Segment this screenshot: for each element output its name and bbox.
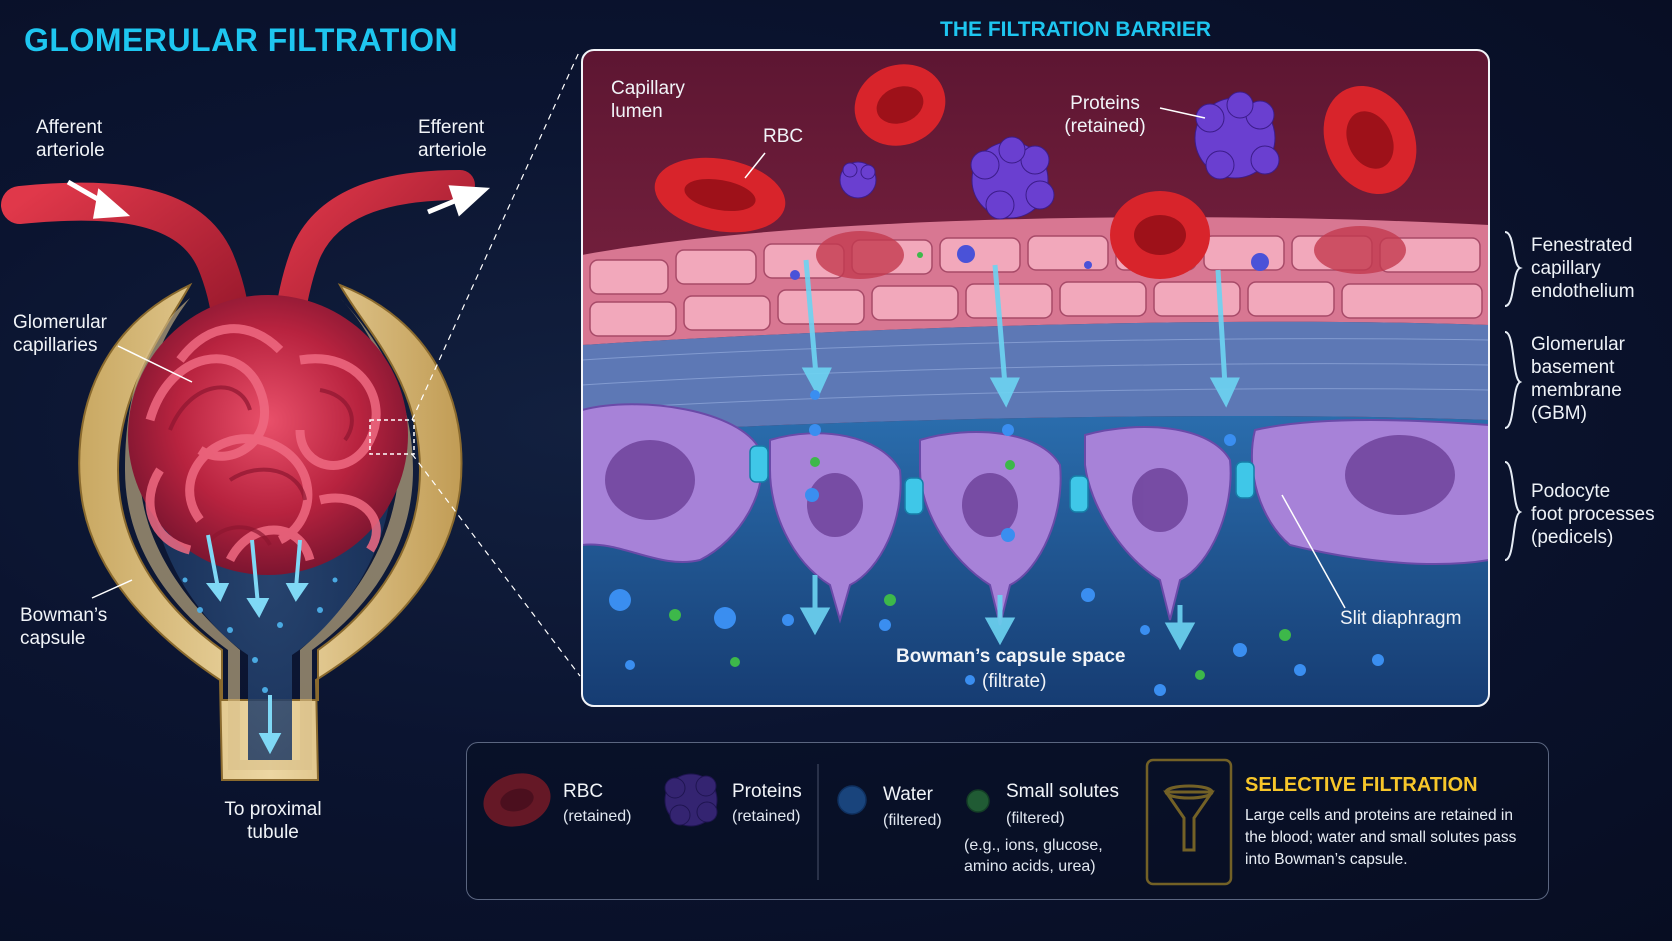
legend-proteins-note: (retained): [732, 808, 801, 825]
afferent-arteriole-label: Afferent arteriole: [36, 117, 105, 161]
rbc-label: RBC: [763, 126, 804, 147]
bowman-capsule-label: Bowman’s capsule: [20, 605, 108, 649]
layer-gbm-label: Glomerular basement membrane (GBM): [1531, 334, 1625, 424]
rbc-cells: [654, 64, 1417, 279]
legend-rbc-name: RBC: [563, 781, 604, 802]
bowman-space-label: Bowman’s capsule space: [896, 646, 1126, 667]
layer-endothelium-label: Fenestrated capillary endothelium: [1531, 235, 1635, 302]
legend-solutes-examples: (e.g., ions, glucose, amino acids, urea): [964, 837, 1103, 875]
glomerular-capillaries-label: Glomerular capillaries: [13, 312, 107, 356]
protein-clusters: [839, 91, 1280, 220]
legend-water-note: (filtered): [883, 812, 942, 829]
efferent-arteriole-label: Efferent arteriole: [418, 117, 487, 161]
proximal-tubule-label: To proximal tubule: [224, 799, 322, 843]
legend-solutes-note: (filtered): [1006, 810, 1065, 827]
legend-water-name: Water: [883, 784, 933, 805]
layer-podocyte-label: Podocyte foot processes (pedicels): [1531, 481, 1655, 548]
proteins-label: Proteins (retained): [1064, 93, 1146, 137]
legend-rbc-note: (retained): [563, 808, 632, 825]
slit-diaphragm-label: Slit diaphragm: [1340, 608, 1462, 629]
page-title: GLOMERULAR FILTRATION: [24, 22, 459, 58]
legend-proteins-name: Proteins: [732, 781, 802, 802]
barrier-title: THE FILTRATION BARRIER: [940, 18, 1212, 41]
filtrate-label: (filtrate): [982, 671, 1047, 692]
legend-panel: [466, 742, 1549, 900]
selective-filtration-title: SELECTIVE FILTRATION: [1245, 774, 1478, 796]
bowman-capsule-wall: [78, 282, 463, 781]
capsule-space: [125, 298, 413, 770]
capillary-lumen-label: Capillary lumen: [611, 78, 685, 122]
legend-solutes-name: Small solutes: [1006, 781, 1119, 802]
zoom-region-box: [369, 419, 415, 455]
selective-filtration-description: Large cells and proteins are retained in…: [1245, 807, 1517, 868]
